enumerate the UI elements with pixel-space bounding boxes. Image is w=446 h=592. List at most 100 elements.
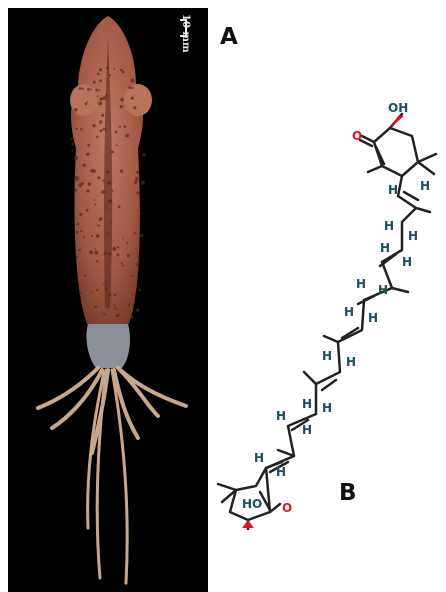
mantle-spot bbox=[113, 68, 116, 70]
mantle-spot bbox=[97, 176, 101, 180]
mantle-spot bbox=[87, 182, 92, 186]
mantle-spot bbox=[92, 123, 96, 128]
mantle-spot bbox=[74, 108, 78, 112]
mantle-spot bbox=[108, 252, 112, 256]
mantle-spot bbox=[106, 232, 109, 235]
chain-hydrogen: H bbox=[378, 283, 388, 297]
mantle-spot bbox=[86, 189, 90, 193]
mantle-spot bbox=[108, 307, 110, 309]
mantle-spot bbox=[122, 237, 124, 240]
mantle-spot bbox=[136, 263, 140, 267]
mantle-spot bbox=[98, 101, 103, 106]
mantle-spot bbox=[135, 308, 140, 312]
mantle-spot bbox=[90, 88, 93, 91]
mantle-spot bbox=[118, 314, 120, 317]
mantle-spot bbox=[103, 251, 107, 255]
mantle-spot bbox=[87, 143, 91, 147]
chain-hydrogen: H bbox=[302, 397, 312, 411]
squid-fin-left bbox=[70, 84, 98, 116]
chain-hydrogen: H bbox=[322, 401, 332, 415]
mantle-spot bbox=[94, 248, 96, 250]
chain-hydrogen: H bbox=[276, 409, 286, 423]
mantle-spot bbox=[75, 231, 79, 234]
mantle-spot bbox=[108, 293, 112, 296]
mantle-spot bbox=[112, 247, 117, 251]
mantle-spot bbox=[110, 150, 114, 154]
mantle-spot bbox=[96, 234, 100, 238]
mantle-spot bbox=[108, 74, 112, 77]
mantle-spot bbox=[137, 255, 140, 258]
mantle-spot bbox=[103, 313, 106, 316]
mantle-spot bbox=[98, 219, 101, 222]
mantle-spot bbox=[86, 87, 90, 91]
mantle-spot bbox=[106, 207, 109, 210]
mantle-spot bbox=[134, 182, 137, 185]
mantle-spot bbox=[102, 190, 106, 194]
mantle-spot bbox=[94, 250, 99, 255]
mantle-spot bbox=[99, 217, 103, 221]
mantle-spot bbox=[80, 230, 83, 233]
bottom-ketone-oxygen: O bbox=[282, 501, 292, 515]
mantle-spot bbox=[76, 222, 80, 226]
mantle-spot bbox=[133, 232, 136, 235]
mantle-spot bbox=[79, 291, 82, 295]
bottom-stereo-wedge bbox=[242, 520, 254, 528]
mantle-spot bbox=[103, 283, 105, 285]
mantle-spot bbox=[105, 66, 109, 70]
chain-hydrogen: H bbox=[322, 349, 332, 363]
mantle-spot bbox=[91, 235, 94, 237]
mantle-spot bbox=[83, 236, 85, 239]
mantle-spot bbox=[104, 287, 107, 291]
mantle-spot bbox=[138, 288, 141, 292]
chain-hydrogen: H bbox=[368, 311, 378, 325]
mantle-spot bbox=[139, 233, 144, 238]
mantle-spot bbox=[101, 113, 105, 117]
mantle-spot bbox=[78, 87, 82, 90]
mantle-spot bbox=[119, 125, 121, 128]
mantle-spot bbox=[92, 80, 96, 84]
mantle-spot bbox=[125, 133, 130, 138]
chain-hydrogen: H bbox=[380, 241, 390, 255]
mantle-spot bbox=[99, 129, 103, 133]
mantle-spot bbox=[74, 176, 79, 181]
mantle-spot bbox=[128, 86, 132, 90]
mantle-spot bbox=[120, 68, 123, 72]
mantle-spot bbox=[115, 313, 120, 318]
chain-hydrogen: H bbox=[276, 465, 286, 479]
panel-label-a: A bbox=[220, 24, 238, 50]
chain-hydrogen: H bbox=[346, 355, 356, 369]
mantle-spot bbox=[96, 135, 99, 139]
mantle-spot bbox=[97, 224, 100, 227]
mantle-spot bbox=[116, 253, 120, 257]
mantle-spot bbox=[120, 262, 123, 264]
scale-bar-label: 10 mm bbox=[180, 14, 191, 53]
mantle-spot bbox=[126, 242, 129, 245]
chain-hydrogen: H bbox=[254, 451, 264, 465]
mantle-spot bbox=[120, 169, 124, 173]
mantle-spot bbox=[99, 97, 104, 101]
mantle-spot bbox=[96, 289, 99, 292]
mantle-spot bbox=[131, 274, 134, 277]
mantle-spot bbox=[94, 305, 98, 309]
mantle-spot bbox=[119, 105, 123, 109]
bottom-hydroxyl: HO bbox=[242, 497, 262, 511]
mantle-spot bbox=[71, 149, 73, 152]
mantle-spot bbox=[133, 106, 137, 110]
mantle-spot bbox=[106, 170, 110, 174]
mantle-spot bbox=[86, 101, 88, 103]
mantle-spot bbox=[84, 102, 88, 106]
mantle-spot bbox=[114, 130, 118, 134]
mantle-spot bbox=[130, 315, 134, 319]
squid-head bbox=[86, 324, 130, 368]
mantle-spot bbox=[98, 89, 101, 92]
mantle-spot bbox=[74, 156, 78, 160]
mantle-spot bbox=[102, 179, 105, 182]
mantle-spot bbox=[130, 78, 135, 83]
panel-label-b: B bbox=[339, 480, 357, 506]
mantle-spot bbox=[89, 250, 94, 255]
chain-hydrogen: H bbox=[302, 423, 312, 437]
mantle-spot bbox=[70, 137, 73, 141]
mantle-spot bbox=[96, 260, 99, 263]
chain-hydrogen: H bbox=[344, 305, 354, 319]
mantle-spot bbox=[131, 86, 134, 89]
